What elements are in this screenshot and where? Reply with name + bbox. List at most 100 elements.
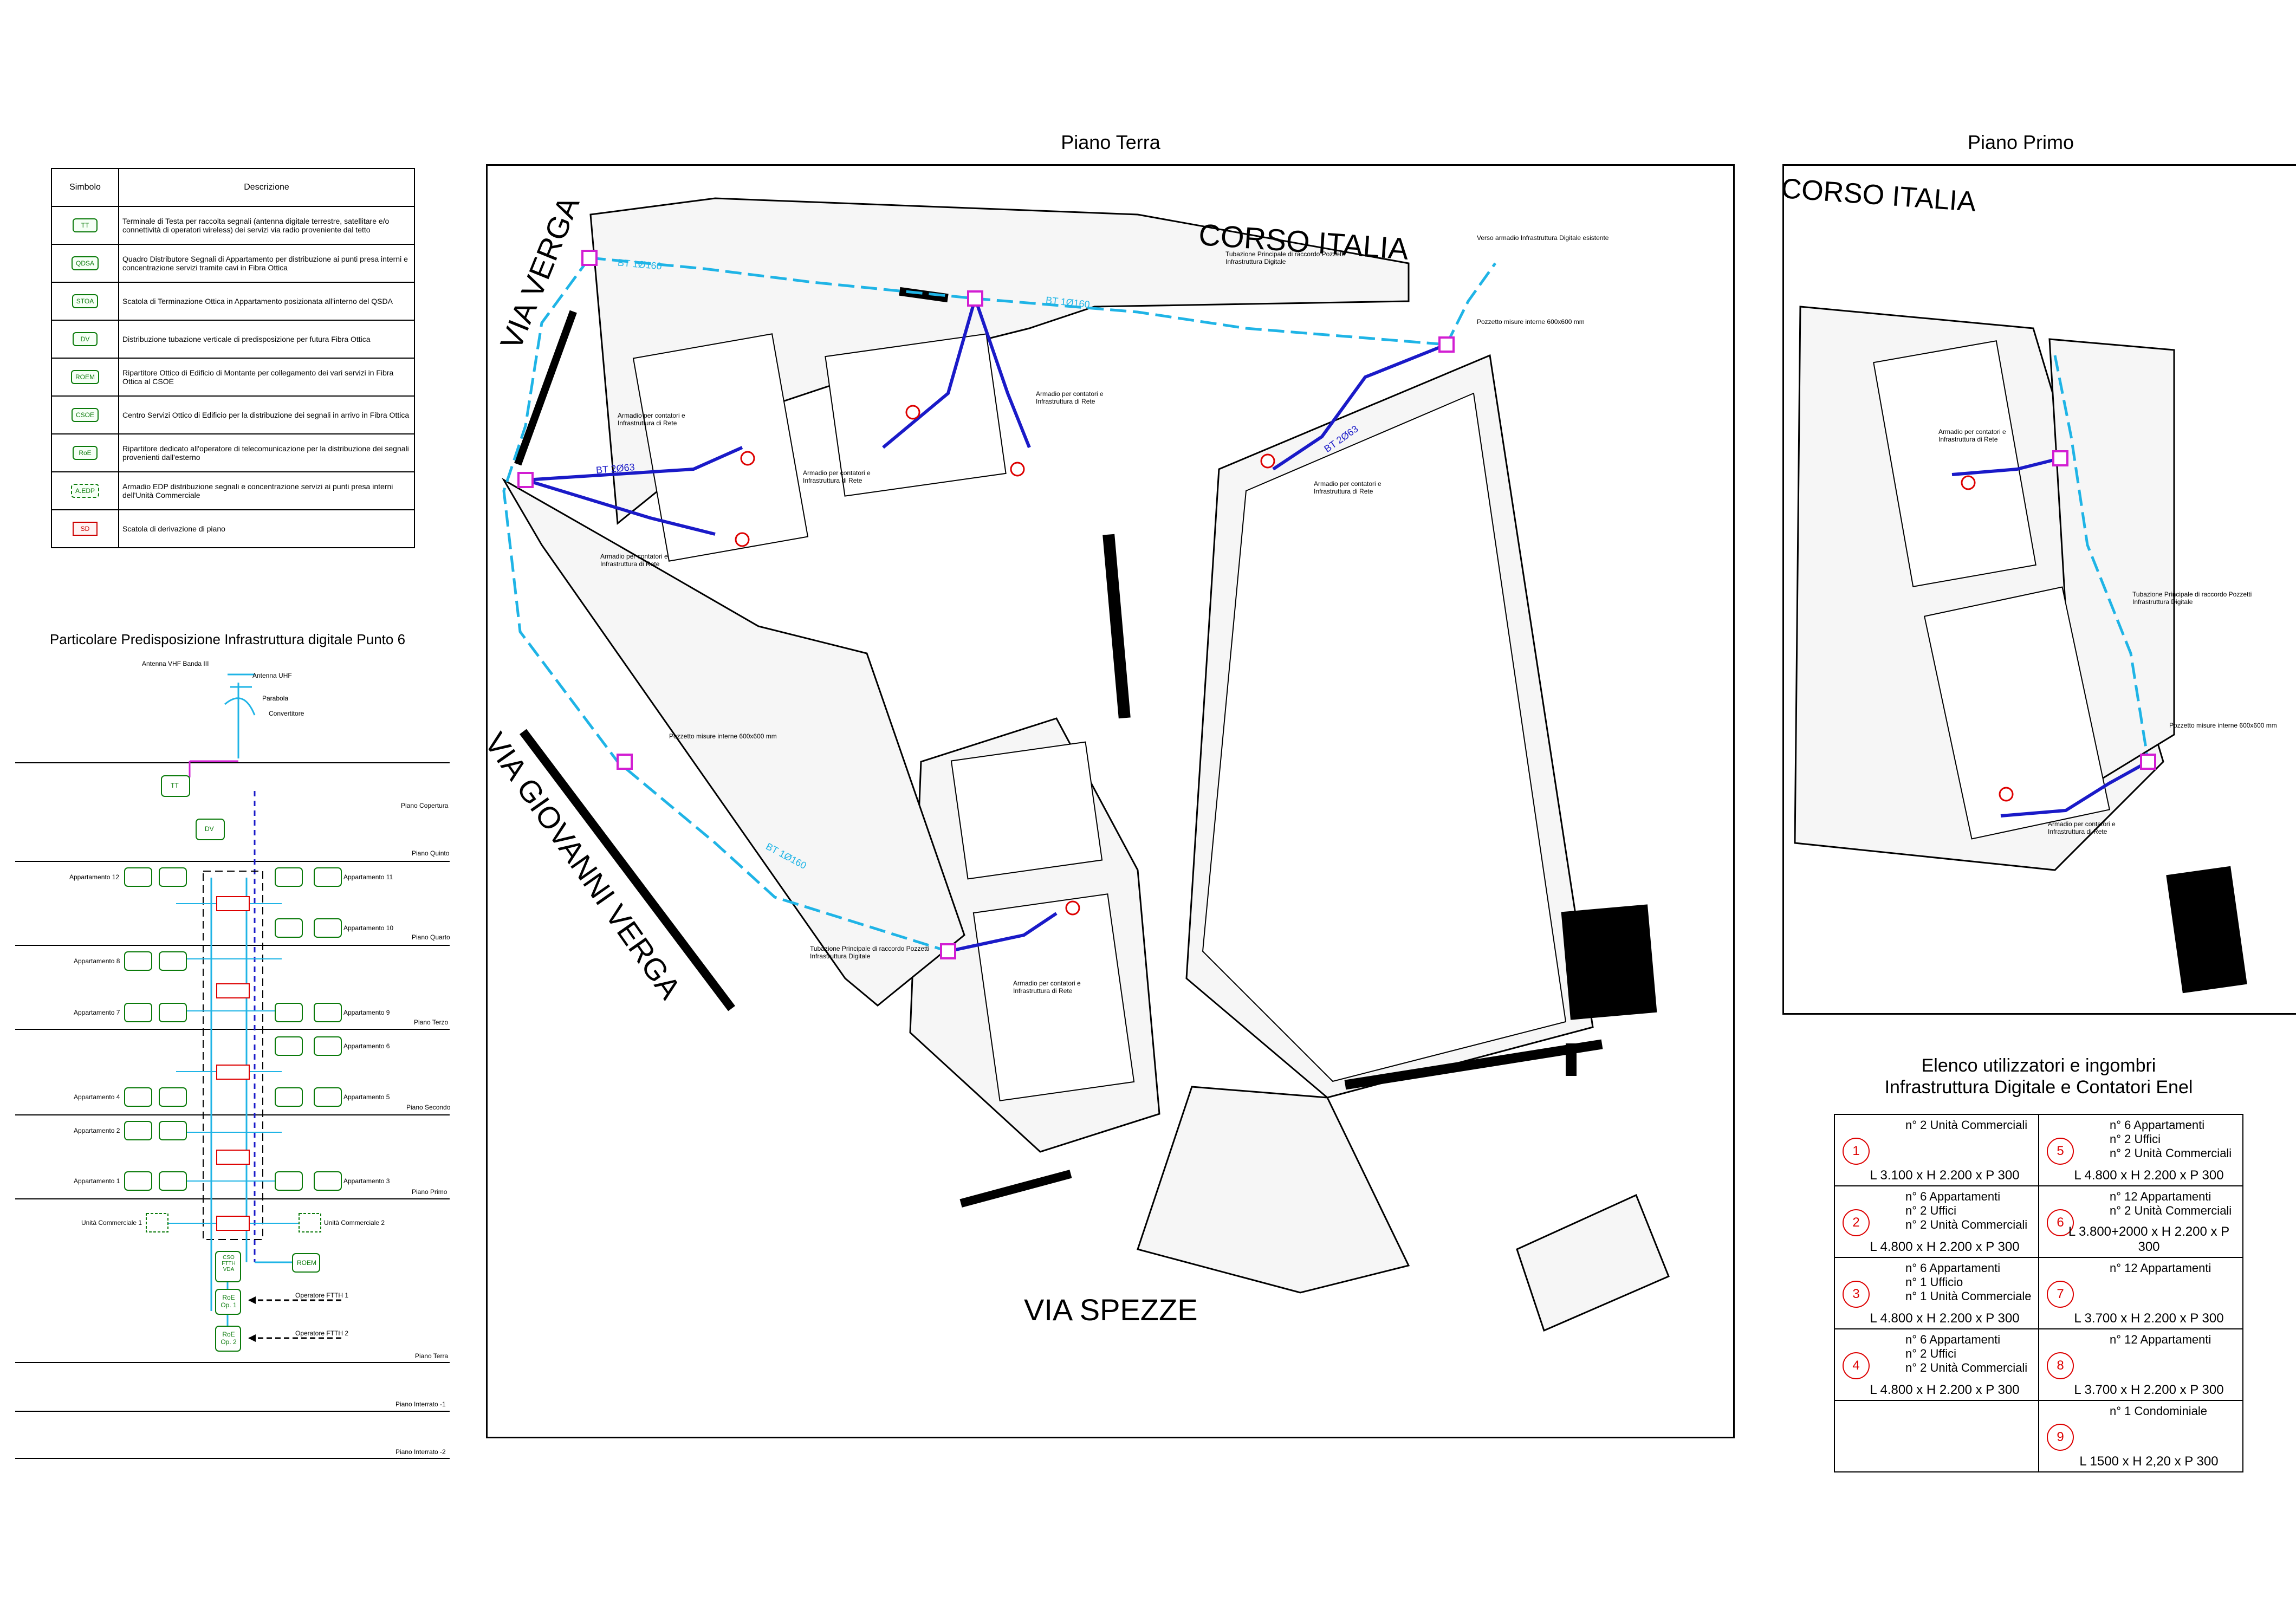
floor-label: Piano Quarto (412, 933, 450, 941)
legend-desc: Centro Servizi Ottico di Edificio per la… (118, 395, 415, 434)
util-line: n° 12 Appartamenti (2110, 1190, 2211, 1203)
util-line: n° 12 Appartamenti (2110, 1333, 2211, 1346)
armadio-label: Armadio per contatori e Infrastruttura d… (600, 553, 668, 568)
legend-row: STOA Scatola di Terminazione Ottica in Ap… (51, 282, 415, 321)
apartment-label: Appartamento 11 (343, 873, 393, 881)
piano-primo-plan (1782, 164, 2296, 1015)
util-line: n° 2 Unità Commerciali (1905, 1218, 2028, 1231)
legend-desc: Scatola di Terminazione Ottica in Appart… (118, 282, 415, 321)
util-number: 8 (2047, 1352, 2074, 1379)
roe1-box (215, 1289, 241, 1315)
apartment-label: Appartamento 7 (74, 1009, 120, 1016)
legend-symbol: RoE (73, 446, 98, 460)
verso-label: Verso armadio Infrastruttura Digitale es… (1477, 234, 1609, 242)
armadio-label: Armadio per contatori e Infrastruttura d… (803, 469, 871, 484)
operator-2-label: Operatore FTTH 2 (295, 1329, 349, 1337)
util-line: n° 6 Appartamenti (1905, 1190, 2001, 1203)
floor-label: Piano Primo (412, 1188, 447, 1196)
sd-box (216, 1150, 250, 1165)
floor-label: Piano Terra (415, 1352, 449, 1360)
util-number: 9 (2047, 1424, 2074, 1451)
apartment-label: Appartamento 9 (343, 1009, 390, 1016)
armadio-label: Armadio per contatori e Infrastruttura d… (1013, 979, 1081, 995)
armadio-label: Armadio per contatori e Infrastruttura d… (2048, 820, 2116, 835)
legend-desc: Quadro Distributore Segnali di Appartame… (118, 244, 415, 283)
floor-label: Piano Copertura (401, 802, 449, 809)
floor-label: Piano Interrato -2 (395, 1448, 446, 1456)
pozzetto-label: Pozzetto misure interne 600x600 mm (2169, 722, 2277, 729)
util-dim: L 4.800 x H 2.200 x P 300 (1870, 1311, 2020, 1326)
armadio-label: Armadio per contatori e Infrastruttura d… (1036, 390, 1104, 405)
dv-label: DV (205, 825, 214, 833)
roem-label: ROEM (297, 1259, 316, 1267)
piano-primo-title: Piano Primo (1967, 131, 2074, 153)
dv-box (196, 819, 225, 840)
util-dim: L 1500 x H 2,20 x P 300 (2079, 1454, 2219, 1469)
util-dim: L 3.800+2000 x H 2.200 x P 300 (2068, 1224, 2230, 1254)
operator-1-label: Operatore FTTH 1 (295, 1292, 349, 1299)
legend-symbol: QDSA (71, 256, 99, 270)
sd-box (216, 896, 250, 911)
util-line: n° 2 Uffici (1905, 1347, 1956, 1360)
util-cell: 7 n° 12 Appartamenti L 3.700 x H 2.200 x… (2038, 1257, 2243, 1329)
apartment-label: Appartamento 10 (343, 924, 394, 932)
roe2-box (215, 1326, 241, 1352)
util-line: n° 1 Unità Commerciale (1905, 1289, 2032, 1303)
util-line: n° 2 Unità Commerciali (1905, 1361, 2028, 1374)
util-line: n° 2 Uffici (1905, 1204, 1956, 1217)
legend-row: QDSA Quadro Distributore Segnali di Appar… (51, 244, 415, 283)
util-cell: 9 n° 1 Condominiale L 1500 x H 2,20 x P … (2038, 1400, 2243, 1472)
util-number: 1 (1843, 1138, 1870, 1165)
apartment-label: Appartamento 3 (343, 1177, 390, 1185)
tubazione-label: Tubazione Principale di raccordo Pozzett… (810, 945, 930, 960)
util-line: n° 1 Ufficio (1905, 1275, 1963, 1289)
apartment-label: Appartamento 12 (69, 873, 120, 881)
detail-title: Particolare Predisposizione Infrastruttu… (49, 631, 406, 647)
apartment-label: Appartamento 1 (74, 1177, 120, 1185)
piano-terra-drawing (501, 197, 1670, 1332)
tubazione-label: Tubazione Principale di raccordo Pozzett… (1225, 250, 1345, 265)
util-number: 3 (1843, 1281, 1870, 1308)
util-title-1: Elenco utilizzatori e ingombri (1921, 1055, 2156, 1076)
util-line: n° 2 Unità Commerciali (2110, 1146, 2232, 1160)
apartment-label: Appartamento 8 (74, 957, 120, 965)
roem-box (292, 1253, 320, 1273)
util-number: 6 (2047, 1209, 2074, 1236)
util-line: n° 6 Appartamenti (2110, 1118, 2205, 1132)
util-line: n° 2 Unità Commerciali (2110, 1204, 2232, 1217)
street-via-spezze: VIA SPEZZE (1024, 1293, 1198, 1327)
util-cell: 8 n° 12 Appartamenti L 3.700 x H 2.200 x… (2038, 1328, 2243, 1401)
util-dim: L 4.800 x H 2.200 x P 300 (1870, 1383, 2020, 1397)
pozzetto-label: Pozzetto misure interne 600x600 mm (669, 732, 777, 740)
legend-symbol: CSOE (71, 408, 99, 422)
roe1-label: RoE Op. 1 (220, 1294, 237, 1309)
apartment-label: Appartamento 6 (343, 1042, 390, 1050)
util-number: 2 (1843, 1209, 1870, 1236)
piano-primo-drawing (1794, 306, 2247, 994)
apartment-label: Appartamento 5 (343, 1093, 390, 1101)
riser-diagram (15, 673, 450, 1459)
csoe-label: CSO FTTH VDA (222, 1255, 236, 1273)
antenna-vhf-label: Antenna VHF Banda III (142, 660, 209, 667)
util-number: 4 (1843, 1352, 1870, 1379)
csoe-box (215, 1251, 241, 1282)
roe2-label: RoE Op. 2 (220, 1331, 237, 1346)
util-cell: 1 n° 2 Unità Commerciali L 3.100 x H 2.2… (1834, 1114, 2039, 1186)
legend-symbol: STOA (72, 294, 99, 308)
legend-symbol: SD (73, 522, 98, 536)
util-dim: L 3.100 x H 2.200 x P 300 (1870, 1168, 2020, 1183)
armadio-label: Armadio per contatori e Infrastruttura d… (618, 412, 685, 427)
sd-box (216, 983, 250, 998)
legend-desc: Armadio EDP distribuzione segnali e conc… (118, 471, 415, 510)
